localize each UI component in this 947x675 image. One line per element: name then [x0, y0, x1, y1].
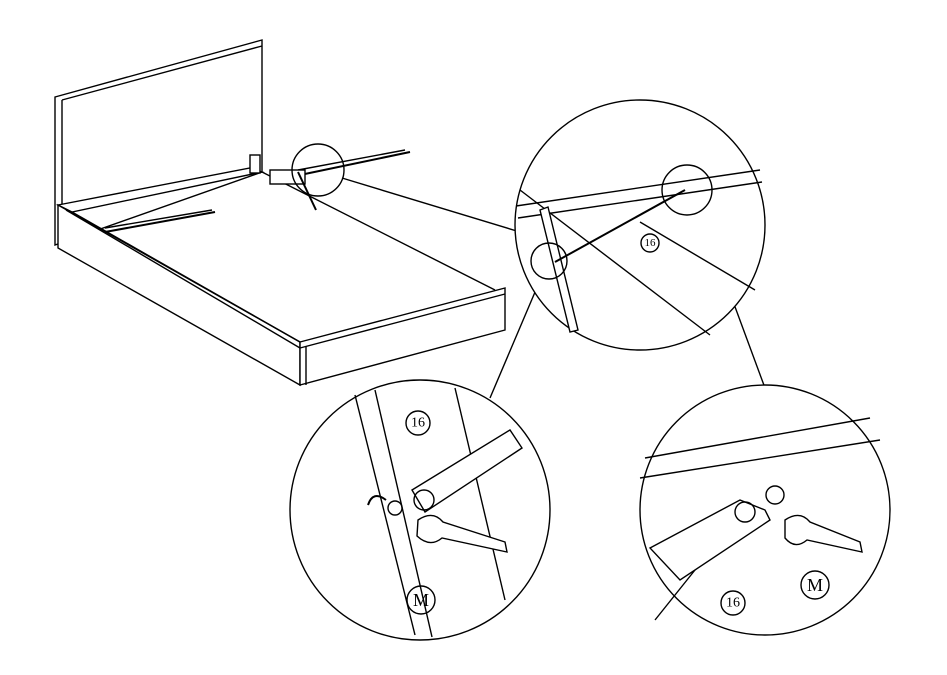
tool-callout-right [800, 570, 830, 600]
part-callout-right [720, 590, 746, 616]
side-rail [299, 287, 506, 386]
left-detail: M 16 [289, 379, 551, 641]
detail-marker-upper [661, 164, 713, 216]
part-number-label: 16 [645, 237, 657, 249]
tool-callout-left [406, 585, 436, 615]
front-panel [57, 203, 301, 387]
part-callout-left [405, 410, 431, 436]
right-detail: M 16 [639, 384, 891, 636]
detail-marker-lower [530, 242, 568, 280]
tool-label: M [807, 575, 823, 595]
tool-label: M [413, 590, 429, 610]
bed-drawing [54, 39, 506, 387]
top-detail: 16 [514, 99, 766, 351]
detail-marker-bed [291, 143, 345, 197]
part-number-label: 16 [726, 596, 740, 611]
headboard [54, 39, 263, 246]
part-callout-top [640, 233, 660, 253]
part-number-label: 16 [411, 416, 425, 431]
